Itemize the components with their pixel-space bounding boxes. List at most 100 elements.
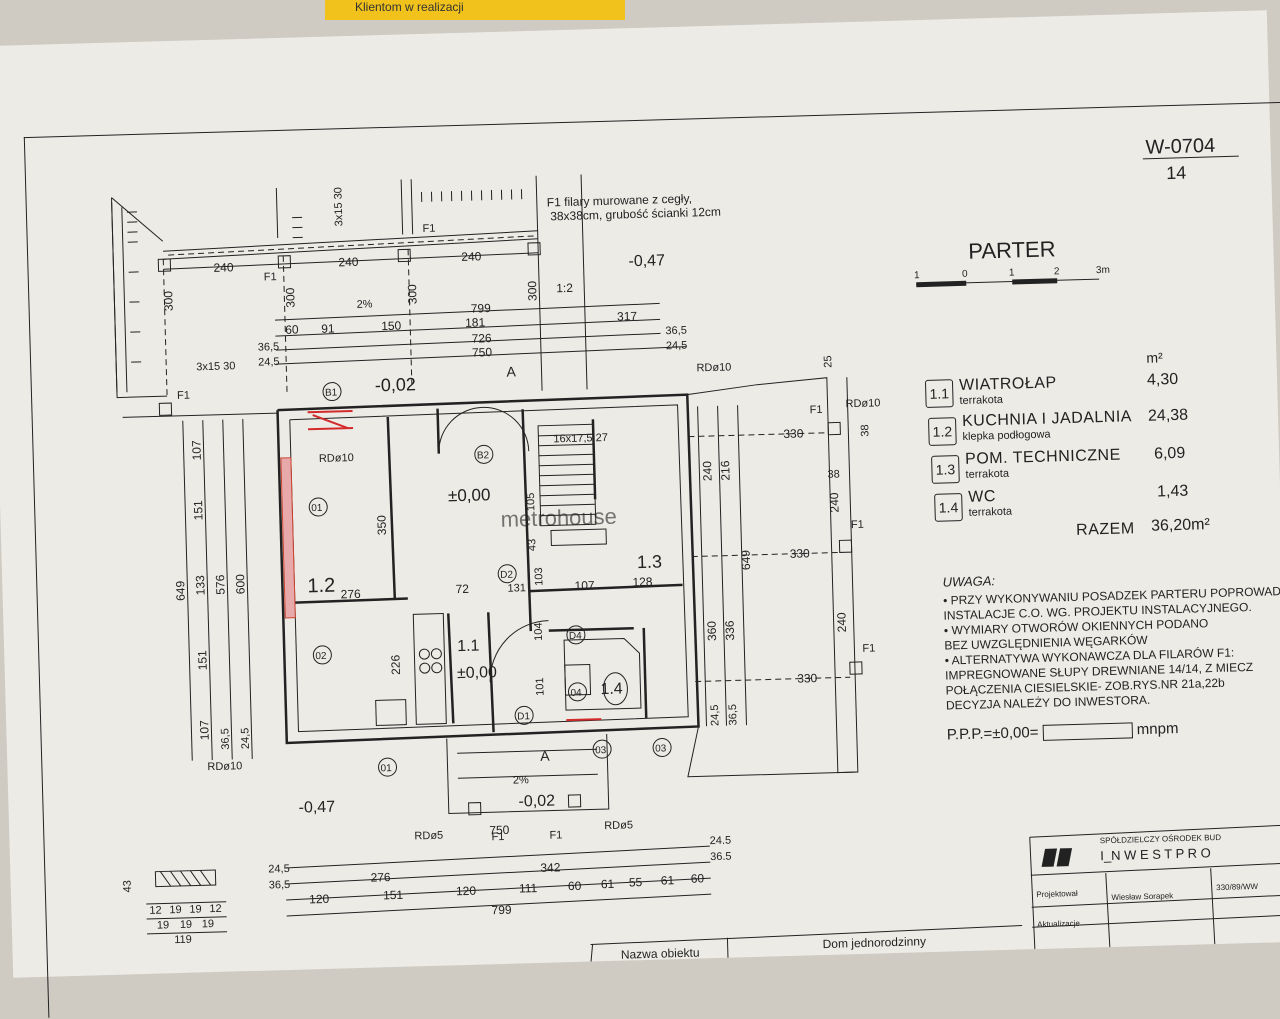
f1-label: F1 [549,829,562,841]
legend-room-name: WC [967,488,997,506]
dim-label: 151 [383,888,404,903]
dim-label: 101 [534,677,547,696]
marker-label: D1 [517,711,531,722]
role-label: Aktualizacje [1037,919,1080,929]
ppp-unit: mnpm [1136,720,1179,739]
scale-bar: 1 0 1 2 3m [914,265,1110,288]
folder-tab-text: Klientom w realizacji [355,0,464,14]
dim-label: 226 [388,654,403,675]
dim-label: 300 [525,280,540,301]
document-number: 330/89/WW [1216,882,1258,892]
dim-label: 91 [321,321,335,335]
dim-label: 36,5 [665,325,687,338]
slope-label: 2% [513,774,529,786]
dim-label: 216 [718,460,733,481]
stair-dim: 19 [180,919,193,931]
legend-room-area: 1,43 [1156,482,1189,501]
scale-tick: 2 [1054,266,1060,277]
marker-label: D2 [500,570,514,581]
dim-label: 107 [189,440,204,461]
pillar-note-line2: 38x38cm, grubość ścianki 12cm [550,205,721,224]
dim-label: 300 [405,284,420,305]
total-label: RAZEM [1075,520,1135,539]
dim-label: 24,5 [666,340,688,353]
level-label: -0,02 [375,374,417,395]
dim-label: 111 [519,881,538,896]
dim-label: 107 [197,720,212,741]
marker-label: 03 [595,745,607,756]
dim-label: 300 [283,287,298,308]
marker-label: D4 [569,631,583,642]
dim-label: 72 [455,582,469,596]
scale-tick: 3m [1096,265,1110,276]
stair-detail: 12 19 19 12 19 19 19 119 43 [122,869,228,946]
dim-label: 336 [723,620,738,641]
dim-label: 36,5 [727,704,740,726]
f1-label: F1 [264,271,277,283]
dim-label: 576 [213,574,228,595]
dim-label: 38 [859,424,871,437]
marker-label: 04 [570,688,582,699]
dim-label: 128 [632,575,653,590]
dim-label: 120 [456,884,477,899]
dim-label: 36,5 [258,341,280,354]
room-number: 1.3 [637,551,663,572]
legend-room-number: 1.4 [934,493,963,522]
role-label: Projektował [1036,889,1078,899]
legend-room-finish: klepka podłogowa [962,428,1051,443]
scale-tick: 0 [962,269,968,280]
rd10-label: RDø10 [845,397,880,410]
designer-name: Wiesław Sorapek [1111,891,1174,902]
dim-label: 151 [195,650,210,671]
dim-label: 600 [233,574,248,595]
dim-label: 300 [161,291,176,312]
dim-label: 24,5 [258,356,280,369]
rd10-label: RDø10 [696,361,731,374]
marker-label: B2 [477,450,490,461]
dim-label: 649 [173,580,188,601]
dim-label: 276 [370,870,391,885]
dim-label: 330 [797,671,818,686]
dim-label: 107 [574,578,595,593]
top-dimensions: 240 240 240 799 60 91 150 181 317 726 75… [161,187,688,369]
dim-label: 43 [526,539,538,552]
ppp-label: P.P.P.=±0,00= [946,723,1039,744]
dim-label: 240 [338,255,359,270]
ppp-value-box [1042,722,1133,741]
dim-label: 240 [827,492,842,513]
f1-label: F1 [422,223,435,235]
dim-label: 317 [617,309,638,324]
rd5-label: RDø5 [604,819,633,832]
level-label: -0,47 [628,252,665,270]
dim-label: 360 [705,621,720,642]
scale-tick: 1 [1009,267,1015,278]
dim-label: 3x15 30 [196,360,235,373]
marker-label: 01 [311,503,323,514]
dim-label: 350 [374,515,389,536]
dim-label: 55 [629,875,643,889]
dim-label: 36,5 [219,728,232,750]
dim-label: 133 [193,575,208,596]
dim-label: 342 [540,860,561,875]
level-label: -0,47 [298,799,335,817]
dim-label: 131 [507,582,526,595]
dim-label: 799 [491,903,512,918]
section-mark: A [540,748,550,764]
bottom-dimensions: 24,5 36,5 276 342 120 151 120 111 60 61 … [268,823,732,918]
stair-dim: 12 [149,905,162,917]
dim-label: 649 [739,550,754,571]
room-number: 1.1 [457,638,480,656]
dim-label: 60 [691,871,705,885]
dim-label: 38 [827,468,840,480]
dim-label: 3x15 30 [332,187,345,226]
dim-label: 750 [472,345,493,360]
company-brand: I_N W E S T P R O [1100,845,1211,863]
dim-label: 240 [700,461,715,482]
dim-label: 750 [489,823,510,838]
dim-label: 60 [285,322,299,336]
legend-room-area: 4,30 [1146,370,1179,389]
section-mark: A [506,363,516,379]
dim-label: 36.5 [710,851,732,864]
room-labels: -0,47 -0,02 ±0,00 ±0,00 -0,02 -0,47 1.2 … [298,252,665,817]
rd10-label: RDø10 [319,452,354,465]
